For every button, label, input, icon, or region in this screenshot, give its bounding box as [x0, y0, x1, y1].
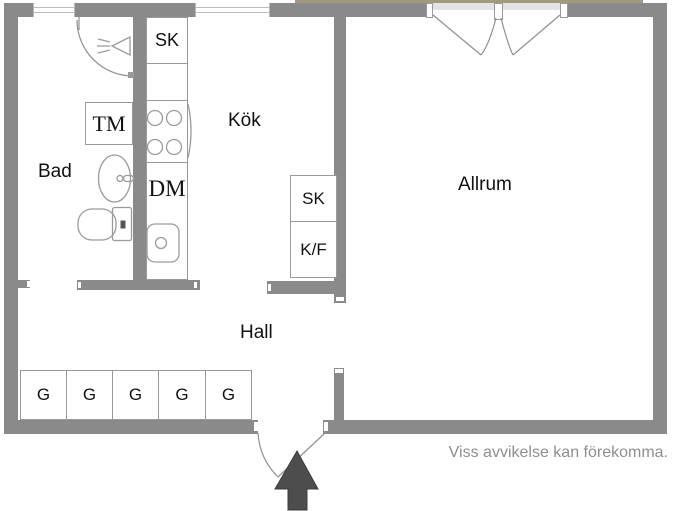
- room-label-hall: Hall: [240, 322, 273, 343]
- wardrobe-label: G: [221, 385, 236, 404]
- wall-top-d: [568, 3, 667, 17]
- wall-tick: [335, 369, 343, 373]
- window-kitchen: [195, 3, 270, 17]
- wall-hall-allrum-stub: [334, 368, 344, 420]
- upper-sk-cabinet-box: [290, 175, 337, 222]
- wardrobe-label: G: [36, 385, 51, 404]
- label-sk-tall-cabinet: SK: [154, 29, 179, 50]
- wall-right: [653, 3, 667, 434]
- wardrobe-box: [205, 370, 252, 420]
- wall-tick: [268, 284, 271, 291]
- wall-bottom-right: [323, 420, 667, 434]
- window-bathroom: [33, 3, 75, 17]
- wall-tick: [194, 282, 197, 288]
- balcony-edge: [295, 0, 643, 4]
- wall-tick: [336, 297, 344, 301]
- bathroom-door-swing-arc: [76, 17, 134, 78]
- wardrobe-box: [158, 370, 206, 420]
- wall-bath-kitchen-divider: [133, 17, 146, 280]
- label-dishwasher: DM: [148, 176, 186, 201]
- wall-bottom-left: [4, 420, 258, 434]
- wall-tick: [254, 422, 258, 431]
- balcony-door-swing-arc: [432, 14, 561, 56]
- wall-top-c: [270, 3, 426, 17]
- label-washing-machine: TM: [92, 110, 126, 136]
- balcony-door-jamb-right: [560, 3, 568, 18]
- stove-burners-icon: [146, 103, 192, 159]
- wardrobe-label: G: [82, 385, 97, 404]
- wall-top-a: [4, 3, 33, 17]
- entrance-arrow-icon: [274, 449, 319, 511]
- wardrobe-box: [20, 370, 67, 420]
- wall-left-stub: [18, 280, 30, 288]
- counter-divider: [146, 162, 188, 163]
- room-label-kok: Kök: [228, 110, 261, 131]
- wall-bath-bottom: [77, 280, 200, 290]
- wall-top-b: [75, 3, 195, 17]
- balcony-door-center-post: [494, 3, 503, 20]
- wardrobe-label: G: [128, 385, 143, 404]
- wall-tick: [27, 281, 30, 287]
- wall-tick: [78, 282, 81, 288]
- wardrobe-label: G: [175, 385, 189, 404]
- wall-kitchen-bottom: [267, 281, 346, 294]
- wall-left: [4, 3, 18, 434]
- counter-divider: [146, 63, 188, 64]
- kitchen-sink-icon: [146, 223, 180, 263]
- washbasin-icon: [97, 154, 135, 203]
- room-label-allrum: Allrum: [458, 174, 512, 195]
- wall-tick: [324, 422, 328, 431]
- fridge-freezer-box: [290, 221, 337, 278]
- disclaimer-text: Viss avvikelse kan förekomma.: [448, 444, 668, 461]
- room-label-bad: Bad: [38, 161, 72, 182]
- counter-divider: [146, 100, 188, 101]
- washing-machine-box: [85, 102, 133, 145]
- balcony-door-jamb-left: [426, 3, 433, 18]
- shower-icon: [97, 35, 131, 57]
- toilet-icon: [77, 206, 133, 242]
- label-fridge-freezer: K/F: [300, 239, 327, 259]
- wardrobe-box: [66, 370, 113, 420]
- label-sk-upper-cabinet: SK: [302, 188, 325, 208]
- wall-kok-allrum-divider: [334, 17, 346, 303]
